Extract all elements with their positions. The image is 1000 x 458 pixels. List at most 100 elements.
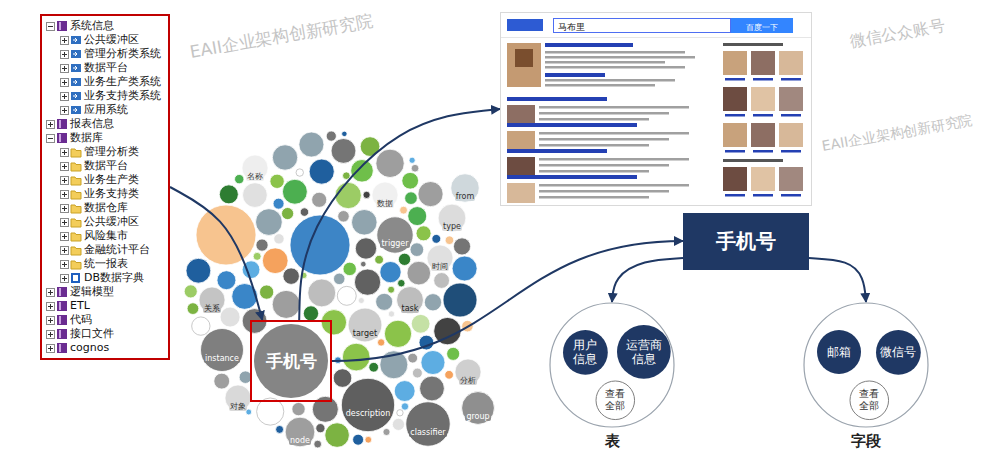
bubble (400, 206, 408, 214)
result-line (539, 138, 669, 141)
expander-sign (50, 318, 51, 323)
tree-icon (46, 118, 68, 130)
bubble (369, 362, 379, 372)
system-icon (71, 50, 81, 58)
result-line (545, 43, 633, 47)
tree-label: 数据平台 (84, 159, 128, 173)
bubble (184, 285, 197, 298)
bubble-label: target (352, 329, 378, 338)
person-name (781, 78, 801, 81)
tree-icon (60, 188, 82, 200)
bubble (296, 169, 303, 176)
bubble-label: classifier (409, 428, 446, 437)
bubble (272, 145, 297, 170)
circle-shape (850, 381, 889, 420)
folder-icon (71, 191, 81, 199)
bubble (270, 174, 284, 188)
watermark-slot: EAII企业架构创新研究院 (820, 110, 974, 156)
flow-arrow (809, 258, 866, 302)
tree-label: 管理分析类系统 (84, 47, 161, 61)
bubble (409, 157, 415, 163)
bubble (243, 183, 268, 208)
bubble (274, 234, 284, 244)
bubble-label: type (442, 222, 462, 231)
person-name (753, 114, 773, 117)
tree-icon (60, 244, 82, 256)
expander (61, 149, 69, 157)
node-label: 查看全部 (858, 388, 880, 412)
tree-label: cognos (70, 341, 109, 355)
result-thumb (507, 105, 535, 125)
node-label: 邮箱 (827, 345, 851, 359)
expander (61, 275, 69, 283)
bubble (411, 314, 430, 333)
bubble (272, 290, 300, 318)
tree-label: 代码 (70, 313, 92, 327)
bubble (462, 392, 495, 425)
bubble (285, 417, 315, 447)
bubble-label-slot: 关系 (203, 296, 221, 315)
bubble (402, 172, 419, 189)
system-icon (71, 36, 81, 44)
screenshot-text-slot: 马布里 (558, 18, 728, 32)
tree-label: 公共缓冲区 (84, 215, 139, 229)
circle-shape (817, 330, 861, 374)
bubble (257, 398, 284, 425)
system-icon (73, 38, 77, 42)
book-icon (59, 288, 61, 296)
system-icon (73, 108, 77, 112)
tree-label: 数据平台 (84, 61, 128, 75)
expander-sign (64, 192, 65, 197)
result-line (539, 106, 689, 109)
book-icon (59, 22, 61, 30)
node-label: 用户信息 (572, 338, 598, 367)
bubble (220, 307, 240, 327)
expander-sign (50, 304, 51, 309)
bubble (375, 255, 384, 264)
person-photo (751, 87, 775, 111)
bubble-label-slot: trigger (380, 231, 409, 250)
tree-icon (60, 48, 82, 60)
bubble (326, 131, 336, 141)
bubble-label: trigger (380, 239, 409, 248)
tree-item: 逻辑模型 (46, 285, 161, 299)
tree-icon (60, 230, 82, 242)
bubble (434, 273, 450, 289)
bubble (256, 209, 283, 236)
tree-item: 报表信息 (46, 117, 161, 131)
button-label: 百度一下 (746, 23, 778, 32)
expander-sign (64, 66, 65, 71)
bubble-label: 关系 (203, 304, 221, 313)
bubble (410, 243, 424, 257)
folder-icon (71, 205, 81, 213)
bubble (455, 359, 481, 385)
bubble (300, 208, 308, 216)
expander (47, 317, 55, 325)
tree-icon (60, 146, 82, 158)
tree-item: 风险集市 (46, 229, 161, 243)
circle-heading: 表 (549, 432, 675, 450)
bubble-label-slot: type (442, 214, 462, 233)
bubble (282, 179, 307, 204)
search-screenshot: 马布里 百度一下 (500, 12, 812, 206)
bubble-label: group (465, 412, 490, 421)
expander-sign (50, 346, 51, 351)
person-photo (779, 167, 803, 191)
expander (61, 247, 69, 255)
tree-label: DB数据字典 (84, 271, 144, 285)
field-circle: 字段邮箱微信号查看全部 (803, 302, 929, 428)
tree-item: 统一报表 (46, 257, 161, 271)
bubble (225, 385, 251, 411)
watermark-slot: 微信公众账号 (848, 15, 946, 52)
result-line (545, 79, 675, 82)
expander-sign (64, 262, 65, 267)
tree-icon (60, 62, 82, 74)
book-icon (59, 344, 61, 352)
tree-icon (60, 90, 82, 102)
bubble (365, 436, 372, 443)
system-icon (73, 66, 77, 70)
bubble-label-slot: 名称 (246, 164, 264, 183)
tree-item: 业务支持类系统 (46, 89, 161, 103)
tree-label: 接口文件 (70, 327, 114, 341)
